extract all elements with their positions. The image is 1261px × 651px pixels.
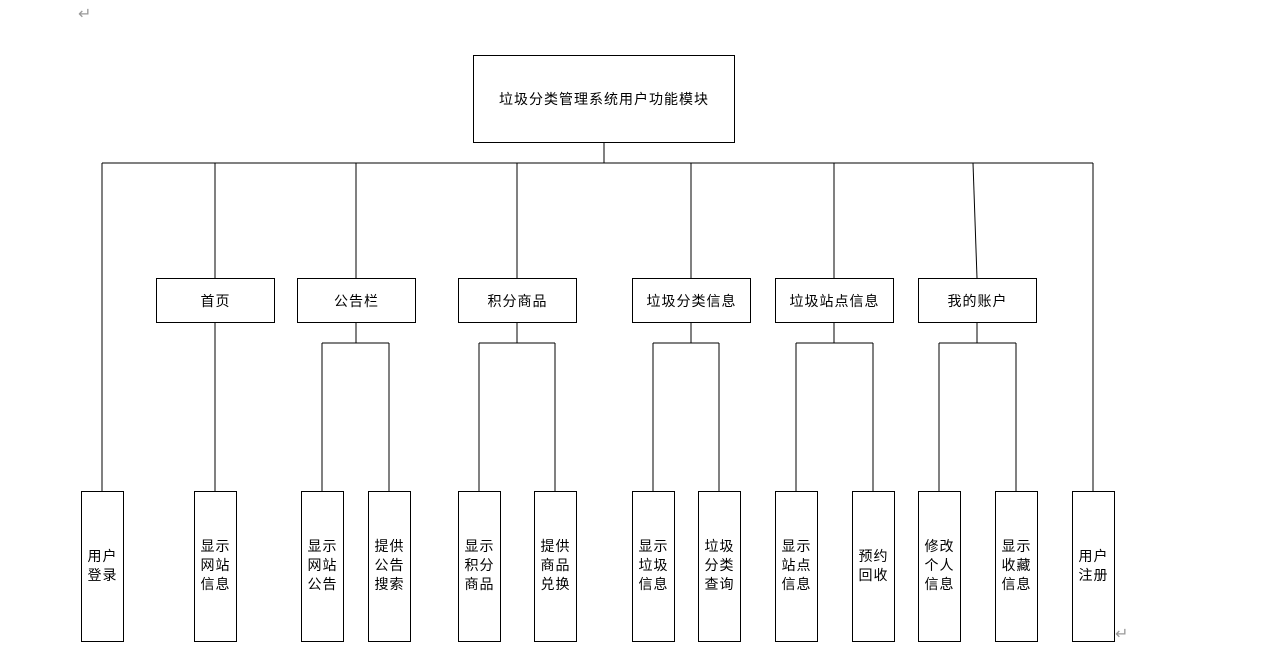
- module-node-account: 我的账户: [918, 278, 1037, 323]
- leaf-node-notice-search: 提供 公告 搜索: [368, 491, 411, 642]
- module-label: 首页: [200, 293, 231, 310]
- leaf-node-account-favorites: 显示 收藏 信息: [995, 491, 1038, 642]
- leaf-node-station-reserve: 预约 回收: [852, 491, 895, 642]
- leaf-label: 显示 垃圾 信息: [638, 539, 669, 593]
- connector-account: [972, 162, 978, 279]
- module-label: 公告栏: [334, 293, 379, 310]
- module-label: 垃圾站点信息: [789, 293, 880, 310]
- module-label: 垃圾分类信息: [646, 293, 737, 310]
- leaf-node-category-show: 显示 垃圾 信息: [632, 491, 675, 642]
- leaf-label: 用户 注册: [1078, 548, 1109, 584]
- leaf-node-register: 用户 注册: [1072, 491, 1115, 642]
- leaf-label: 预约 回收: [858, 548, 889, 584]
- module-node-home: 首页: [156, 278, 275, 323]
- module-node-category: 垃圾分类信息: [632, 278, 751, 323]
- leaf-node-account-edit: 修改 个人 信息: [918, 491, 961, 642]
- leaf-label: 显示 网站 信息: [200, 539, 231, 593]
- leaf-label: 显示 积分 商品: [464, 539, 495, 593]
- module-label: 积分商品: [487, 293, 548, 310]
- paragraph-return-mark: ↵: [78, 4, 92, 23]
- leaf-node-station-show: 显示 站点 信息: [775, 491, 818, 642]
- leaf-node-login: 用户 登录: [81, 491, 124, 642]
- leaf-label: 垃圾 分类 查询: [704, 539, 735, 593]
- leaf-node-goods-show: 显示 积分 商品: [458, 491, 501, 642]
- leaf-label: 显示 收藏 信息: [1001, 539, 1032, 593]
- leaf-node-goods-exchange: 提供 商品 兑换: [534, 491, 577, 642]
- leaf-label: 修改 个人 信息: [924, 539, 955, 593]
- leaf-node-notice-show: 显示 网站 公告: [301, 491, 344, 642]
- root-node: 垃圾分类管理系统用户功能模块: [473, 55, 735, 143]
- module-label: 我的账户: [947, 293, 1008, 310]
- leaf-label: 提供 商品 兑换: [540, 539, 571, 593]
- leaf-node-home-info: 显示 网站 信息: [194, 491, 237, 642]
- leaf-label: 显示 网站 公告: [307, 539, 338, 593]
- root-node-label: 垃圾分类管理系统用户功能模块: [499, 92, 709, 108]
- module-node-goods: 积分商品: [458, 278, 577, 323]
- leaf-node-category-query: 垃圾 分类 查询: [698, 491, 741, 642]
- paragraph-return-mark: ↵: [1115, 624, 1129, 643]
- module-node-notice: 公告栏: [297, 278, 416, 323]
- leaf-label: 显示 站点 信息: [781, 539, 812, 593]
- leaf-label: 用户 登录: [87, 548, 118, 584]
- leaf-label: 提供 公告 搜索: [374, 539, 405, 593]
- module-node-station: 垃圾站点信息: [775, 278, 894, 323]
